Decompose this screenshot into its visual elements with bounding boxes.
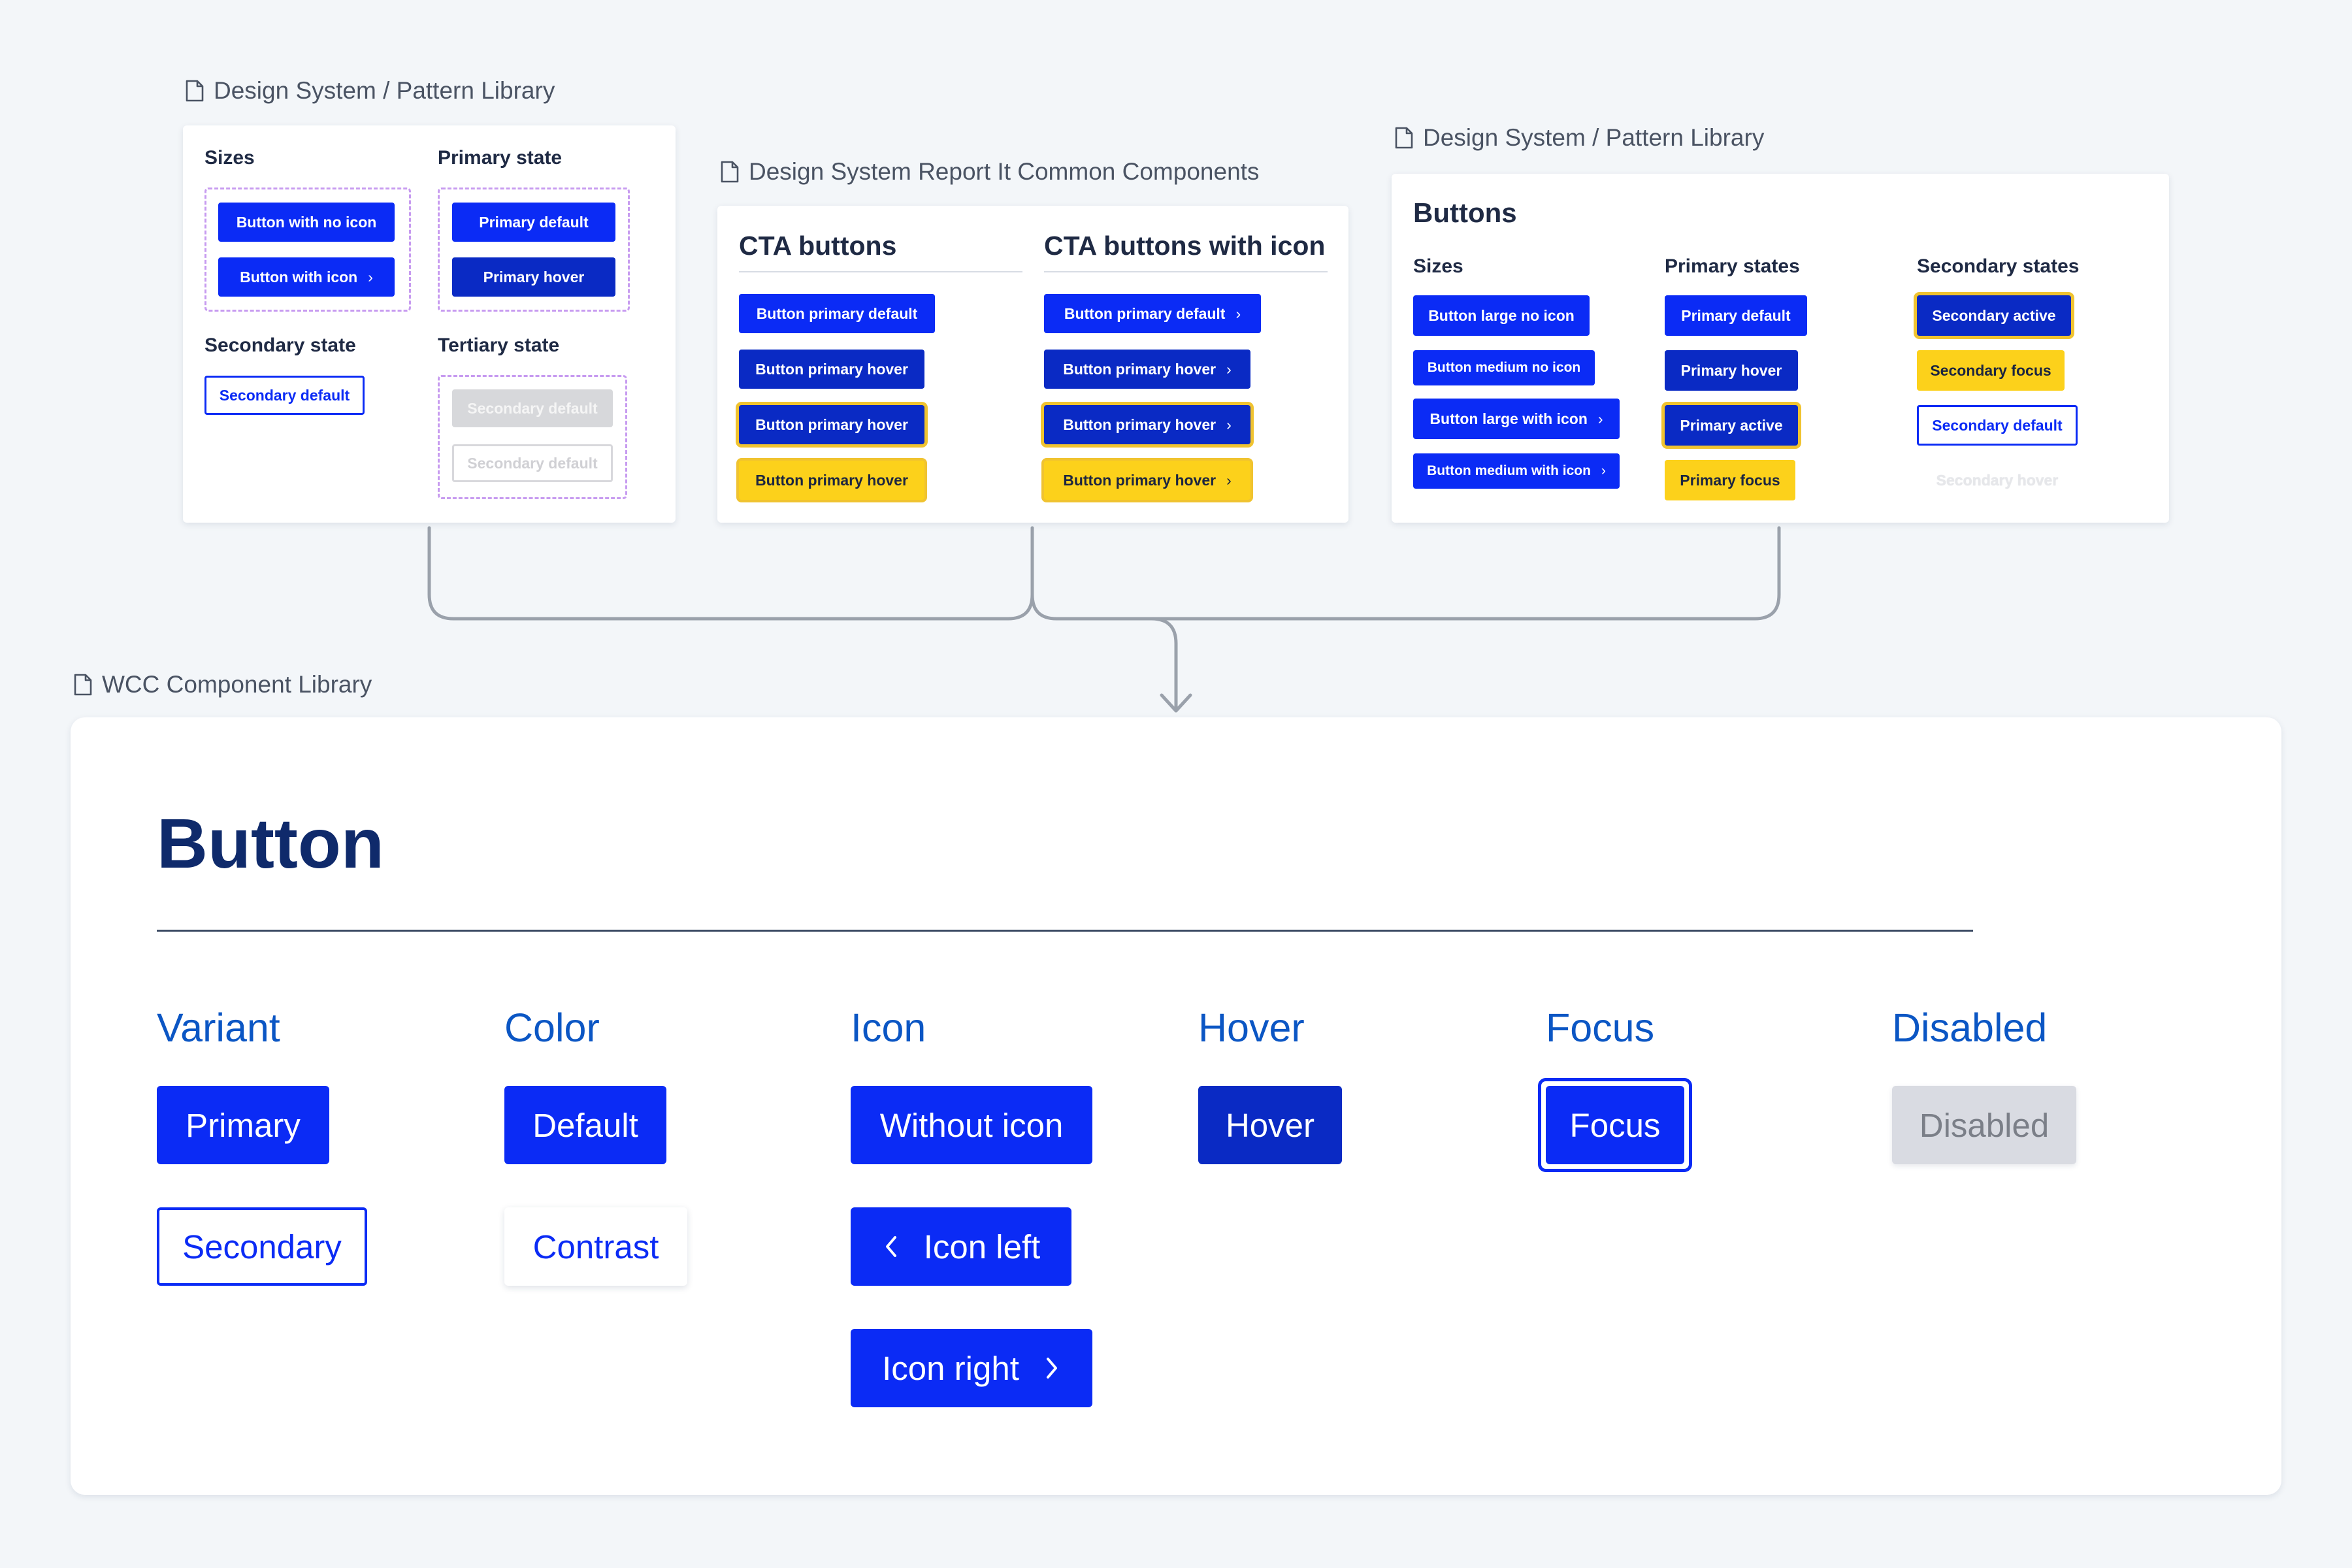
hover-state-button[interactable]: Hover [1198, 1086, 1342, 1164]
chevron-left-icon [885, 1236, 896, 1257]
chevron-right-icon: › [1226, 471, 1232, 489]
cta-icon-primary-active[interactable]: Button primary hover› [1044, 405, 1250, 444]
disabled-state-button[interactable]: Disabled [1892, 1086, 2076, 1164]
hover-heading: Hover [1198, 1005, 1305, 1050]
button-large-no-icon[interactable]: Button large no icon [1413, 295, 1590, 336]
buttons-title: Buttons [1413, 197, 1517, 228]
secondary-default-button[interactable]: Secondary default [1917, 405, 2078, 446]
cta-icon-primary-default[interactable]: Button primary default› [1044, 294, 1261, 333]
title-divider [157, 930, 1973, 932]
secondary-state-title: Secondary state [204, 335, 356, 356]
chevron-right-icon: › [1226, 416, 1232, 433]
tertiary-state-group [438, 375, 627, 499]
icon-right-button[interactable]: Icon right [851, 1329, 1092, 1407]
secondary-default-button[interactable]: Secondary default [204, 376, 365, 415]
cta-primary-active[interactable]: Button primary hover [739, 405, 924, 444]
pattern-library-card-2: Buttons Sizes Primary states Secondary s… [1392, 174, 2169, 523]
file-label-text: Design System / Pattern Library [1423, 124, 1765, 151]
variant-primary-button[interactable]: Primary [157, 1086, 329, 1164]
col2-divider [1044, 271, 1328, 272]
tertiary-outline-disabled-button[interactable]: Secondary default [452, 444, 613, 482]
secondary-states-title: Secondary states [1917, 255, 2080, 277]
primary-focus-button[interactable]: Primary focus [1665, 460, 1795, 500]
file-icon [721, 161, 739, 183]
chevron-right-icon: › [1226, 360, 1232, 378]
cta-icon-primary-hover[interactable]: Button primary hover› [1044, 350, 1250, 389]
focus-heading: Focus [1546, 1005, 1655, 1050]
button-with-no-icon[interactable]: Button with no icon [218, 203, 395, 242]
chevron-right-icon: › [1601, 463, 1606, 478]
file-icon [74, 674, 92, 696]
file-label-pattern-library-1: Design System / Pattern Library [185, 77, 555, 105]
cta-buttons-title: CTA buttons [739, 231, 897, 261]
file-label-wcc-library: WCC Component Library [73, 671, 372, 698]
focus-state-button[interactable]: Focus [1546, 1086, 1684, 1164]
variant-heading: Variant [157, 1005, 280, 1050]
merge-connector-lines [427, 526, 1781, 713]
secondary-hover-button[interactable]: Secondary hover [1936, 471, 2059, 489]
chevron-right-icon: › [1597, 410, 1603, 427]
icon-without-button[interactable]: Without icon [851, 1086, 1092, 1164]
file-label-text: Design System / Pattern Library [214, 77, 555, 104]
button-with-icon[interactable]: Button with icon› [218, 257, 395, 297]
primary-default-button[interactable]: Primary default [1665, 295, 1807, 336]
button-medium-with-icon[interactable]: Button medium with icon› [1413, 453, 1620, 489]
page-title: Button [157, 804, 384, 883]
file-icon [186, 80, 204, 102]
pattern-library-card-1: Sizes Primary state Button with no icon … [183, 125, 676, 523]
cta-primary-focus[interactable]: Button primary hover [739, 461, 924, 500]
primary-active-button[interactable]: Primary active [1665, 405, 1798, 446]
wcc-component-card: Button Variant Primary Secondary Color D… [71, 717, 2281, 1495]
file-icon [1395, 127, 1413, 149]
sizes-title: Sizes [204, 147, 255, 169]
icon-left-button[interactable]: Icon left [851, 1207, 1071, 1286]
sizes-group [204, 188, 411, 312]
cta-buttons-with-icon-title: CTA buttons with icon [1044, 231, 1326, 261]
primary-default-button[interactable]: Primary default [452, 203, 615, 242]
report-it-card: CTA buttons CTA buttons with icon Button… [717, 206, 1348, 523]
sizes-title: Sizes [1413, 255, 1463, 277]
variant-secondary-button[interactable]: Secondary [157, 1207, 367, 1286]
file-label-pattern-library-2: Design System / Pattern Library [1394, 124, 1764, 152]
tertiary-state-title: Tertiary state [438, 335, 560, 356]
primary-hover-button[interactable]: Primary hover [452, 257, 615, 297]
file-label-text: WCC Component Library [102, 671, 372, 698]
disabled-heading: Disabled [1892, 1005, 2048, 1050]
col1-divider [739, 271, 1022, 272]
tertiary-disabled-button[interactable]: Secondary default [452, 389, 613, 427]
button-large-with-icon[interactable]: Button large with icon› [1413, 399, 1620, 439]
file-label-text: Design System Report It Common Component… [749, 158, 1260, 185]
chevron-right-icon: › [1235, 304, 1241, 322]
chevron-right-icon [1046, 1358, 1057, 1379]
button-medium-no-icon[interactable]: Button medium no icon [1413, 350, 1595, 385]
color-default-button[interactable]: Default [504, 1086, 666, 1164]
cta-primary-hover[interactable]: Button primary hover [739, 350, 924, 389]
primary-state-group [438, 188, 630, 312]
file-label-report-it: Design System Report It Common Component… [720, 158, 1259, 186]
color-contrast-button[interactable]: Contrast [504, 1207, 687, 1286]
primary-states-title: Primary states [1665, 255, 1800, 277]
cta-primary-default[interactable]: Button primary default [739, 294, 935, 333]
primary-state-title: Primary state [438, 147, 563, 169]
secondary-active-button[interactable]: Secondary active [1917, 295, 2071, 336]
icon-heading: Icon [851, 1005, 926, 1050]
primary-hover-button[interactable]: Primary hover [1665, 350, 1798, 391]
arrow-down-icon [1160, 693, 1192, 713]
secondary-focus-button[interactable]: Secondary focus [1917, 350, 2065, 391]
cta-icon-primary-focus[interactable]: Button primary hover› [1044, 461, 1250, 500]
chevron-right-icon: › [368, 268, 373, 286]
color-heading: Color [504, 1005, 600, 1050]
